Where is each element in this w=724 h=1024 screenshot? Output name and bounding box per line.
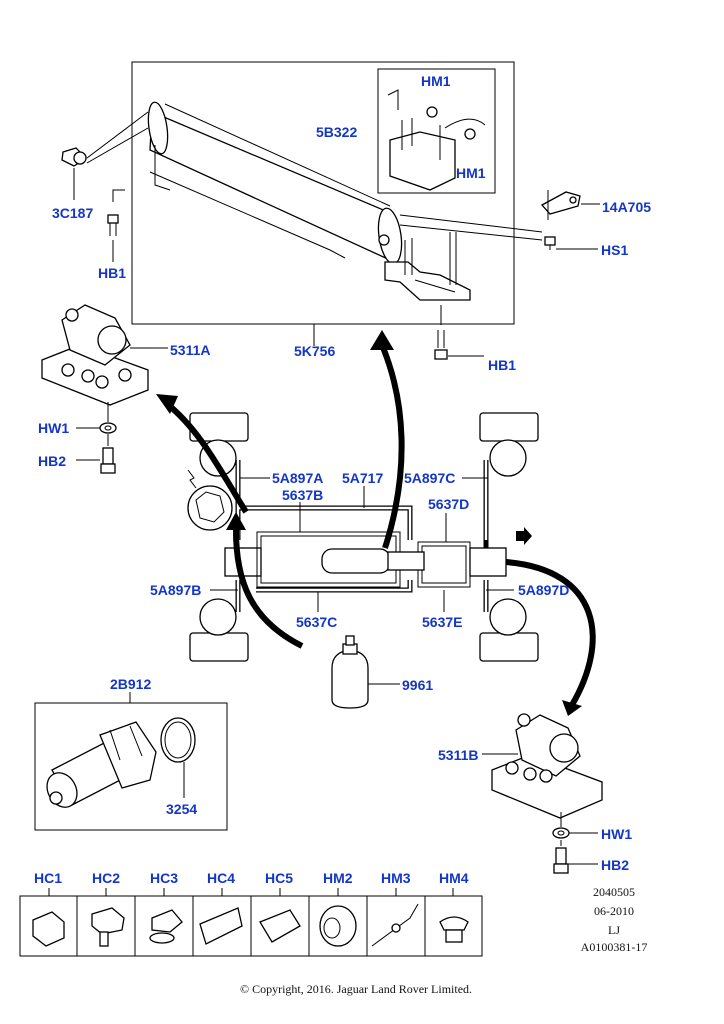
reservoir-assembly-frame xyxy=(131,61,515,325)
meta-ref: A0100381-17 xyxy=(581,940,648,954)
leader-hb2-bottom xyxy=(560,840,598,865)
leader-3c187 xyxy=(86,111,149,164)
label-9961: 9961 xyxy=(402,677,433,693)
bolt-hb1-left xyxy=(107,214,119,236)
label-2b912: 2B912 xyxy=(110,676,151,692)
copyright-notice: © Copyright, 2016. Jaguar Land Rover Lim… xyxy=(240,982,472,996)
label-5a897a: 5A897A xyxy=(272,470,323,486)
meta-id: 2040505 xyxy=(593,885,635,899)
label-hb2-top: HB2 xyxy=(38,453,66,469)
label-hb2-bottom: HB2 xyxy=(601,857,629,873)
label-hm1-top: HM1 xyxy=(421,73,451,89)
strap-icon-hm3 xyxy=(371,903,419,947)
diagram-metadata: 2040505 06-2010 LJ A0100381-17 xyxy=(581,885,648,954)
meta-code: LJ xyxy=(608,923,620,937)
callout-labels: HM1 5B322 HM1 3C187 14A705 HS1 HB1 5K756… xyxy=(38,73,651,873)
fitting-part-3c187 xyxy=(61,147,88,167)
ground-eyelet-part-14a705 xyxy=(540,191,581,215)
label-5311b: 5311B xyxy=(438,747,478,763)
legend-label-hc1: HC1 xyxy=(34,870,62,886)
vehicle-schematic xyxy=(187,412,539,662)
legend-labels: HC1 HC2 HC3 HC4 HC5 HM2 HM3 HM4 xyxy=(34,870,469,886)
washer-hw1-top xyxy=(99,422,117,434)
legend-label-hc5: HC5 xyxy=(265,870,293,886)
legend-label-hm4: HM4 xyxy=(439,870,469,886)
air-reservoir-tank xyxy=(147,101,403,265)
leader-hb1-left xyxy=(112,189,125,262)
label-hs1: HS1 xyxy=(601,242,628,258)
label-5b322: 5B322 xyxy=(316,124,357,140)
label-3c187: 3C187 xyxy=(52,205,93,221)
label-5637b: 5637B xyxy=(282,487,323,503)
label-5a897c: 5A897C xyxy=(404,470,455,486)
valve-block-part xyxy=(387,89,486,191)
valve-block-part-5311b xyxy=(491,713,603,819)
compressor-motor-part-2b912 xyxy=(46,721,157,808)
bolt-hb2-bottom xyxy=(553,847,569,874)
legend-label-hc4: HC4 xyxy=(207,870,235,886)
label-5a897b: 5A897B xyxy=(150,582,201,598)
label-hw1-top: HW1 xyxy=(38,420,69,436)
hardware-legend xyxy=(19,888,483,957)
label-5637e: 5637E xyxy=(422,614,462,630)
schematic-leaders xyxy=(210,477,514,612)
o-ring-part-3254 xyxy=(160,717,196,763)
label-hb1-left: HB1 xyxy=(98,265,126,281)
clip-icon-hc4 xyxy=(199,907,243,945)
label-14a705: 14A705 xyxy=(602,199,651,215)
label-5637c: 5637C xyxy=(296,614,337,630)
label-5637d: 5637D xyxy=(428,496,469,512)
leader-hb2-top xyxy=(76,434,109,461)
label-3254: 3254 xyxy=(166,801,197,817)
leader-hw1-top xyxy=(76,402,109,429)
leader-hb1-right xyxy=(440,305,484,357)
legend-label-hm2: HM2 xyxy=(323,870,353,886)
plug-icon-hm4 xyxy=(439,916,469,931)
meta-date: 06-2010 xyxy=(594,904,634,918)
legend-label-hm3: HM3 xyxy=(381,870,411,886)
label-5k756: 5K756 xyxy=(294,343,335,359)
valve-block-inset-frame xyxy=(377,68,496,194)
clip-icon-hc3 xyxy=(151,909,183,933)
reservoir-mounting-bracket xyxy=(384,232,471,301)
bolt-hb2-top xyxy=(100,447,116,474)
label-hw1-bottom: HW1 xyxy=(601,826,632,842)
valve-block-part-5311a xyxy=(41,304,149,406)
legend-label-hc3: HC3 xyxy=(150,870,178,886)
label-hb1-right: HB1 xyxy=(488,357,516,373)
label-hm1-mid: HM1 xyxy=(456,165,486,181)
bolt-hb1-right xyxy=(434,330,448,360)
label-5a717: 5A717 xyxy=(342,470,383,486)
screw-hs1 xyxy=(544,236,556,250)
flow-arrows xyxy=(156,330,596,716)
grommet-icon-hm2 xyxy=(319,905,357,947)
label-5a897d: 5A897D xyxy=(518,582,569,598)
clip-icon-hc2 xyxy=(91,907,125,935)
washer-hw1-bottom xyxy=(552,827,570,839)
leader-hs1-line xyxy=(399,214,543,241)
clip-icon-hc5 xyxy=(259,909,301,943)
air-bottle-part-9961 xyxy=(331,635,369,709)
clip-icon-hc1 xyxy=(32,911,65,947)
leader-hw1-bottom xyxy=(560,812,598,834)
label-5311a: 5311A xyxy=(170,342,210,358)
legend-label-hc2: HC2 xyxy=(92,870,120,886)
compressor-box-frame xyxy=(34,702,228,831)
